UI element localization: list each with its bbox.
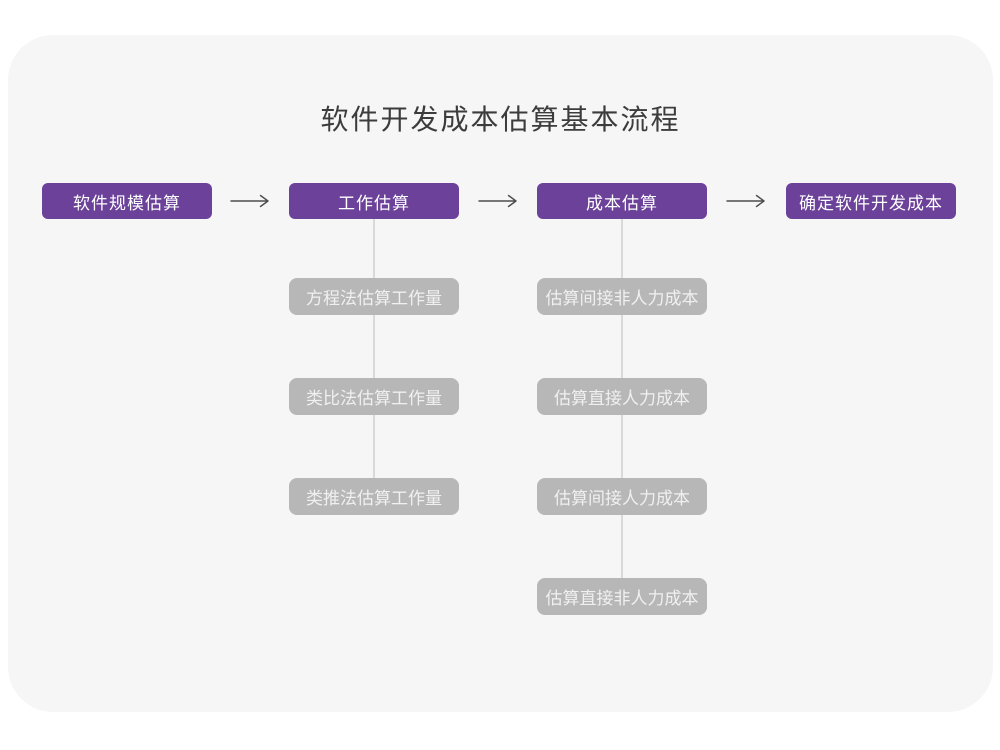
- flow-step-label: 工作估算: [338, 193, 410, 213]
- flow-step-label: 确定软件开发成本: [799, 193, 943, 213]
- arrow-right-icon: [230, 194, 269, 208]
- flow-step-label: 成本估算: [586, 193, 658, 213]
- substep-label: 估算直接人力成本: [554, 389, 690, 408]
- substep-extrapolation-method: 类推法估算工作量: [289, 478, 459, 515]
- flow-step-software-scale-estimation: 软件规模估算: [42, 183, 212, 219]
- substep-label: 估算间接人力成本: [554, 489, 690, 508]
- diagram-title: 软件开发成本估算基本流程: [320, 104, 681, 135]
- substep-analogy-method: 类比法估算工作量: [289, 378, 459, 415]
- substep-direct-nonlabor-cost: 估算直接非人力成本: [537, 578, 707, 615]
- substep-label: 估算间接非人力成本: [545, 289, 699, 308]
- arrow-right-icon: [478, 194, 517, 208]
- connector-line-work: [373, 219, 375, 496]
- substep-label: 类推法估算工作量: [306, 489, 442, 508]
- flow-step-label: 软件规模估算: [73, 193, 181, 213]
- substep-label: 类比法估算工作量: [306, 389, 442, 408]
- arrow-right-icon: [726, 194, 765, 208]
- flow-step-cost-estimation: 成本估算: [537, 183, 707, 219]
- substep-label: 估算直接非人力成本: [545, 589, 699, 608]
- substep-indirect-nonlabor-cost: 估算间接非人力成本: [537, 278, 707, 315]
- flow-step-determine-dev-cost: 确定软件开发成本: [786, 183, 956, 219]
- flowchart-card: 软件开发成本估算基本流程: [8, 35, 993, 712]
- substep-direct-labor-cost: 估算直接人力成本: [537, 378, 707, 415]
- substep-equation-method: 方程法估算工作量: [289, 278, 459, 315]
- substep-indirect-labor-cost: 估算间接人力成本: [537, 478, 707, 515]
- flow-step-work-estimation: 工作估算: [289, 183, 459, 219]
- substep-label: 方程法估算工作量: [306, 289, 442, 308]
